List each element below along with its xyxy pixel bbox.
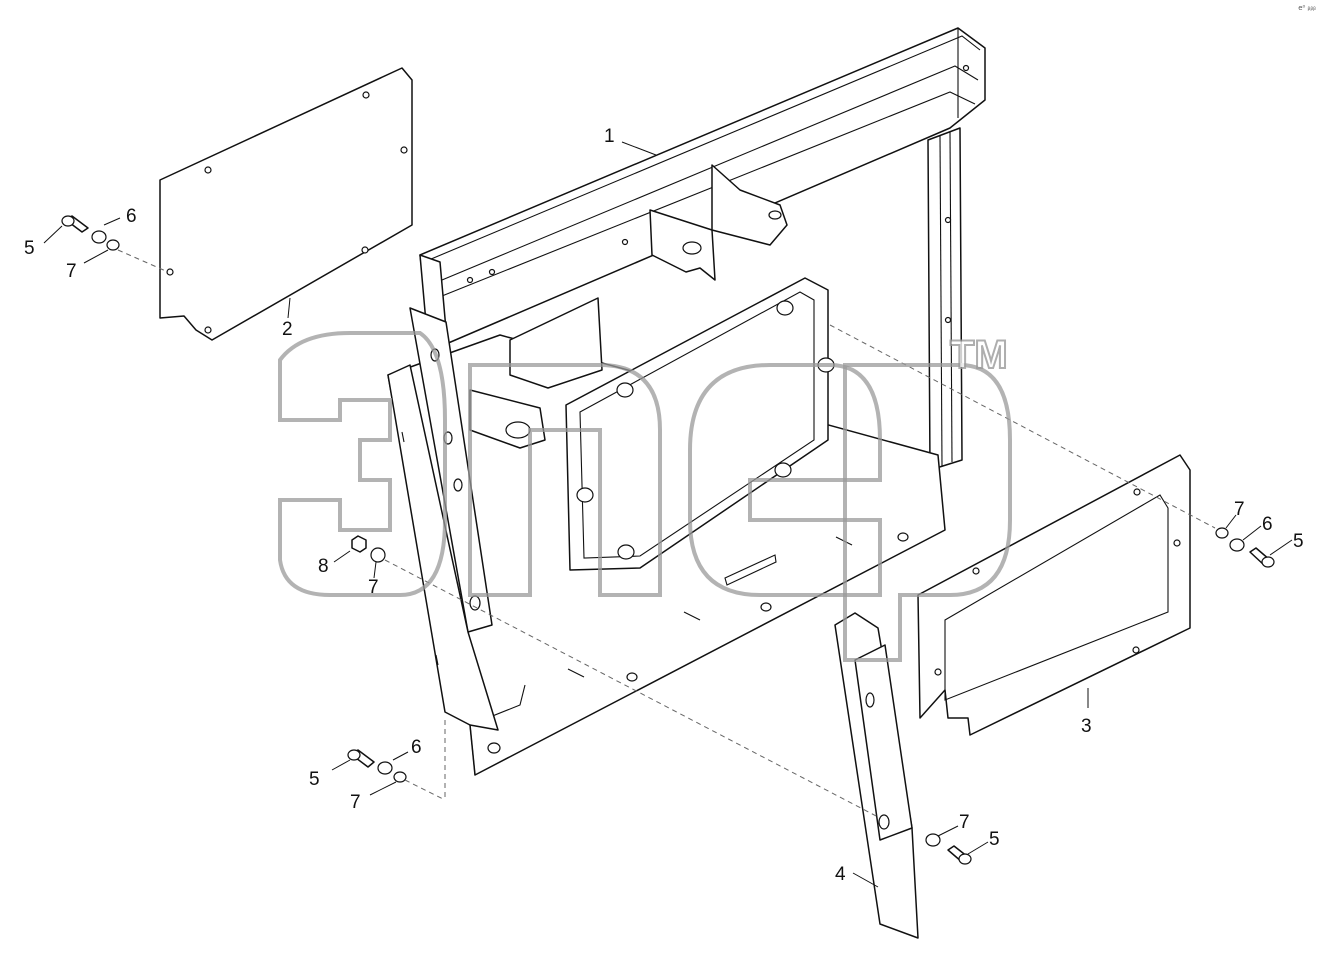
part-4-angle-bracket <box>834 612 919 939</box>
part-3-window-flange <box>917 454 1191 736</box>
bolt-group-top-left <box>61 215 120 251</box>
bolt-group-bottom-right <box>925 833 972 865</box>
callout-5-bottom-left: 5 <box>309 769 320 790</box>
callout-5-right: 5 <box>1293 531 1304 552</box>
watermark: TM <box>278 331 1012 662</box>
part-2-cover-plate <box>159 67 413 341</box>
callouts: 1 2 3 4 5 6 7 5 6 7 5 6 7 8 7 7 5 <box>24 126 1304 885</box>
callout-7-bottom-left: 7 <box>350 792 361 813</box>
watermark-tm: TM <box>950 333 1008 377</box>
callout-4: 4 <box>835 864 846 885</box>
corner-mark: e⁰ ᵦᵦᵦ <box>1298 4 1316 12</box>
callout-5-bottom-right: 5 <box>989 829 1000 850</box>
callout-7-top-left: 7 <box>66 261 77 282</box>
nut-group-middle-left <box>351 535 386 563</box>
bolt-group-bottom-left <box>347 749 407 783</box>
callout-7-middle-left: 7 <box>368 577 379 598</box>
callout-7-bottom-right: 7 <box>959 812 970 833</box>
callout-8: 8 <box>318 556 329 577</box>
callout-7-right: 7 <box>1234 499 1245 520</box>
callout-3: 3 <box>1081 716 1092 737</box>
standoffs <box>576 300 835 560</box>
fasteners <box>61 215 1275 865</box>
callout-5-top-left: 5 <box>24 238 35 259</box>
callout-6-right: 6 <box>1262 514 1273 535</box>
callout-6-top-left: 6 <box>126 206 137 227</box>
bolt-group-right <box>1215 527 1275 568</box>
callout-2: 2 <box>282 319 293 340</box>
leader-lines <box>43 141 1293 888</box>
assembly-lines <box>117 249 1216 819</box>
callout-1: 1 <box>604 126 615 147</box>
callout-6-bottom-left: 6 <box>411 737 422 758</box>
